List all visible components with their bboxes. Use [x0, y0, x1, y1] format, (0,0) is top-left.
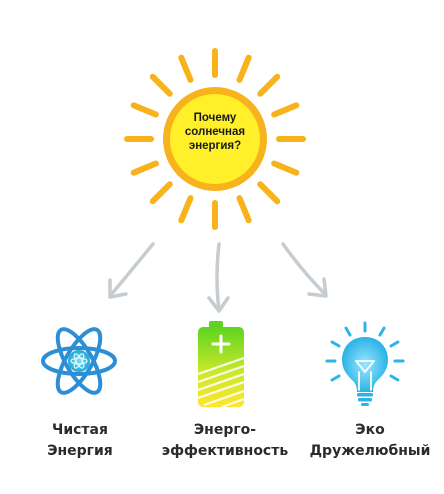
label-energy-efficiency: Энерго- эффективность [150, 420, 300, 462]
sun-question-line-3: энергия? [188, 140, 242, 152]
bulb-ray [344, 326, 352, 337]
bulb-ray [389, 340, 400, 348]
label-eco-friendly-line-2: Дружелюбный [309, 443, 431, 459]
arrow-middle [207, 242, 230, 313]
sun-ray [178, 195, 194, 224]
sun-ray [149, 73, 173, 97]
bulb-ray [378, 326, 386, 337]
sun-ray [178, 54, 194, 83]
sun-ray [257, 181, 281, 205]
sun-ray [257, 73, 281, 97]
arrows [108, 242, 328, 313]
sun-ray [130, 102, 159, 118]
label-energy-efficiency-line-2: эффективность [161, 443, 289, 459]
sun-ray [130, 160, 159, 176]
sun-question-line-2: солнечная [184, 126, 246, 138]
sun-rays [124, 48, 306, 230]
battery-icon [197, 321, 245, 409]
sun-ray [236, 195, 252, 224]
arrow-left [108, 242, 155, 299]
sun-ray [271, 102, 300, 118]
label-clean-energy-line-2: Энергия [47, 443, 113, 459]
sun-center [170, 94, 260, 184]
sun-question: Почему солнечная энергия? [167, 111, 263, 153]
bulb-ray [330, 340, 341, 348]
bulb-ray [389, 374, 400, 382]
label-eco-friendly-line-1: Эко [355, 422, 385, 438]
arrow-right [281, 242, 328, 298]
bulb-ray [330, 374, 341, 382]
lightbulb-icon [325, 321, 405, 406]
label-clean-energy: Чистая Энергия [20, 420, 140, 462]
sun-ray [236, 54, 252, 83]
sun-question-line-1: Почему [193, 112, 237, 124]
sun-ray [271, 160, 300, 176]
sun-icon [124, 48, 306, 230]
label-energy-efficiency-line-1: Энерго- [193, 422, 257, 438]
label-eco-friendly: Эко Дружелюбный [300, 420, 440, 462]
sun-ray [149, 181, 173, 205]
atom-icon [41, 327, 117, 395]
label-clean-energy-line-1: Чистая [52, 422, 108, 438]
